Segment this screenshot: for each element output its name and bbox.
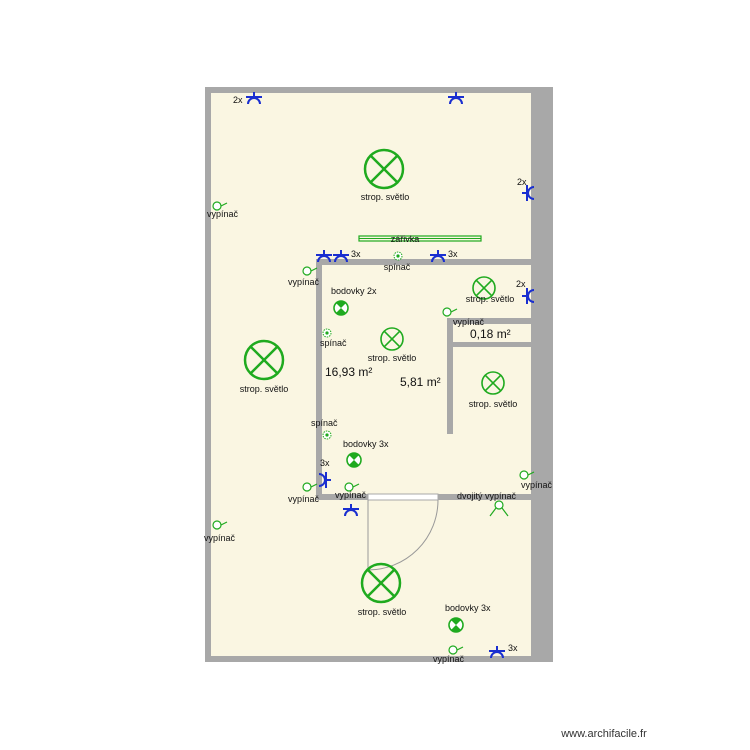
spotlight-icon [346,452,362,468]
socket-count: 3x [351,249,361,259]
spotlight-icon [333,300,349,316]
door [367,493,439,571]
vypinac-label: vypínač [207,209,239,219]
fluorescent-tube-icon [358,235,482,242]
ceiling-light-label: strop. světlo [469,399,518,409]
dvojity-vypinac-label: dvojitý vypínač [457,491,517,501]
watermark: www.archifacile.fr [560,728,647,740]
socket-count: 2x [233,95,243,105]
spinac-label: spínač [384,262,411,272]
floor [208,92,531,657]
dimmer-icon [393,251,403,261]
zarivka-label: zářivka [391,234,420,244]
ceiling-light-label: strop. světlo [466,294,515,304]
spinac-label: spínač [320,338,347,348]
socket-count: 2x [517,177,527,187]
vypinac-label: vypínač [204,533,236,543]
spinac-label: spínač [311,418,338,428]
socket-count: 2x [516,279,526,289]
bodovky-label: bodovky 3x [343,439,389,449]
door-swing-icon [367,499,439,571]
vypinac-label: vypínač [433,654,465,664]
double-switch-icon [489,500,509,517]
vypinac-label: vypínač [521,480,553,490]
bodovky-label: bodovky 3x [445,603,491,613]
room-small-area: 5,81 m² [400,375,441,389]
vypinac-label: vypínač [288,494,320,504]
room-tiny-area: 0,18 m² [470,327,511,341]
socket-count: 3x [448,249,458,259]
vypinac-label: vypínač [335,490,367,500]
vypinac-label: vypínač [453,317,485,327]
ceiling-light-label: strop. světlo [368,353,417,363]
socket-count: 3x [320,458,330,468]
socket-count: 3x [508,643,518,653]
walls [205,87,553,662]
ceiling-light-label: strop. světlo [361,192,410,202]
spotlight-icon [448,617,464,633]
dimmer-icon [322,430,332,440]
bodovky-label: bodovky 2x [331,286,377,296]
ceiling-light-label: strop. světlo [358,607,407,617]
vypinac-label: vypínač [288,277,320,287]
dimmer-icon [322,328,332,338]
room-large-area: 16,93 m² [325,365,372,379]
ceiling-light-label: strop. světlo [240,384,289,394]
